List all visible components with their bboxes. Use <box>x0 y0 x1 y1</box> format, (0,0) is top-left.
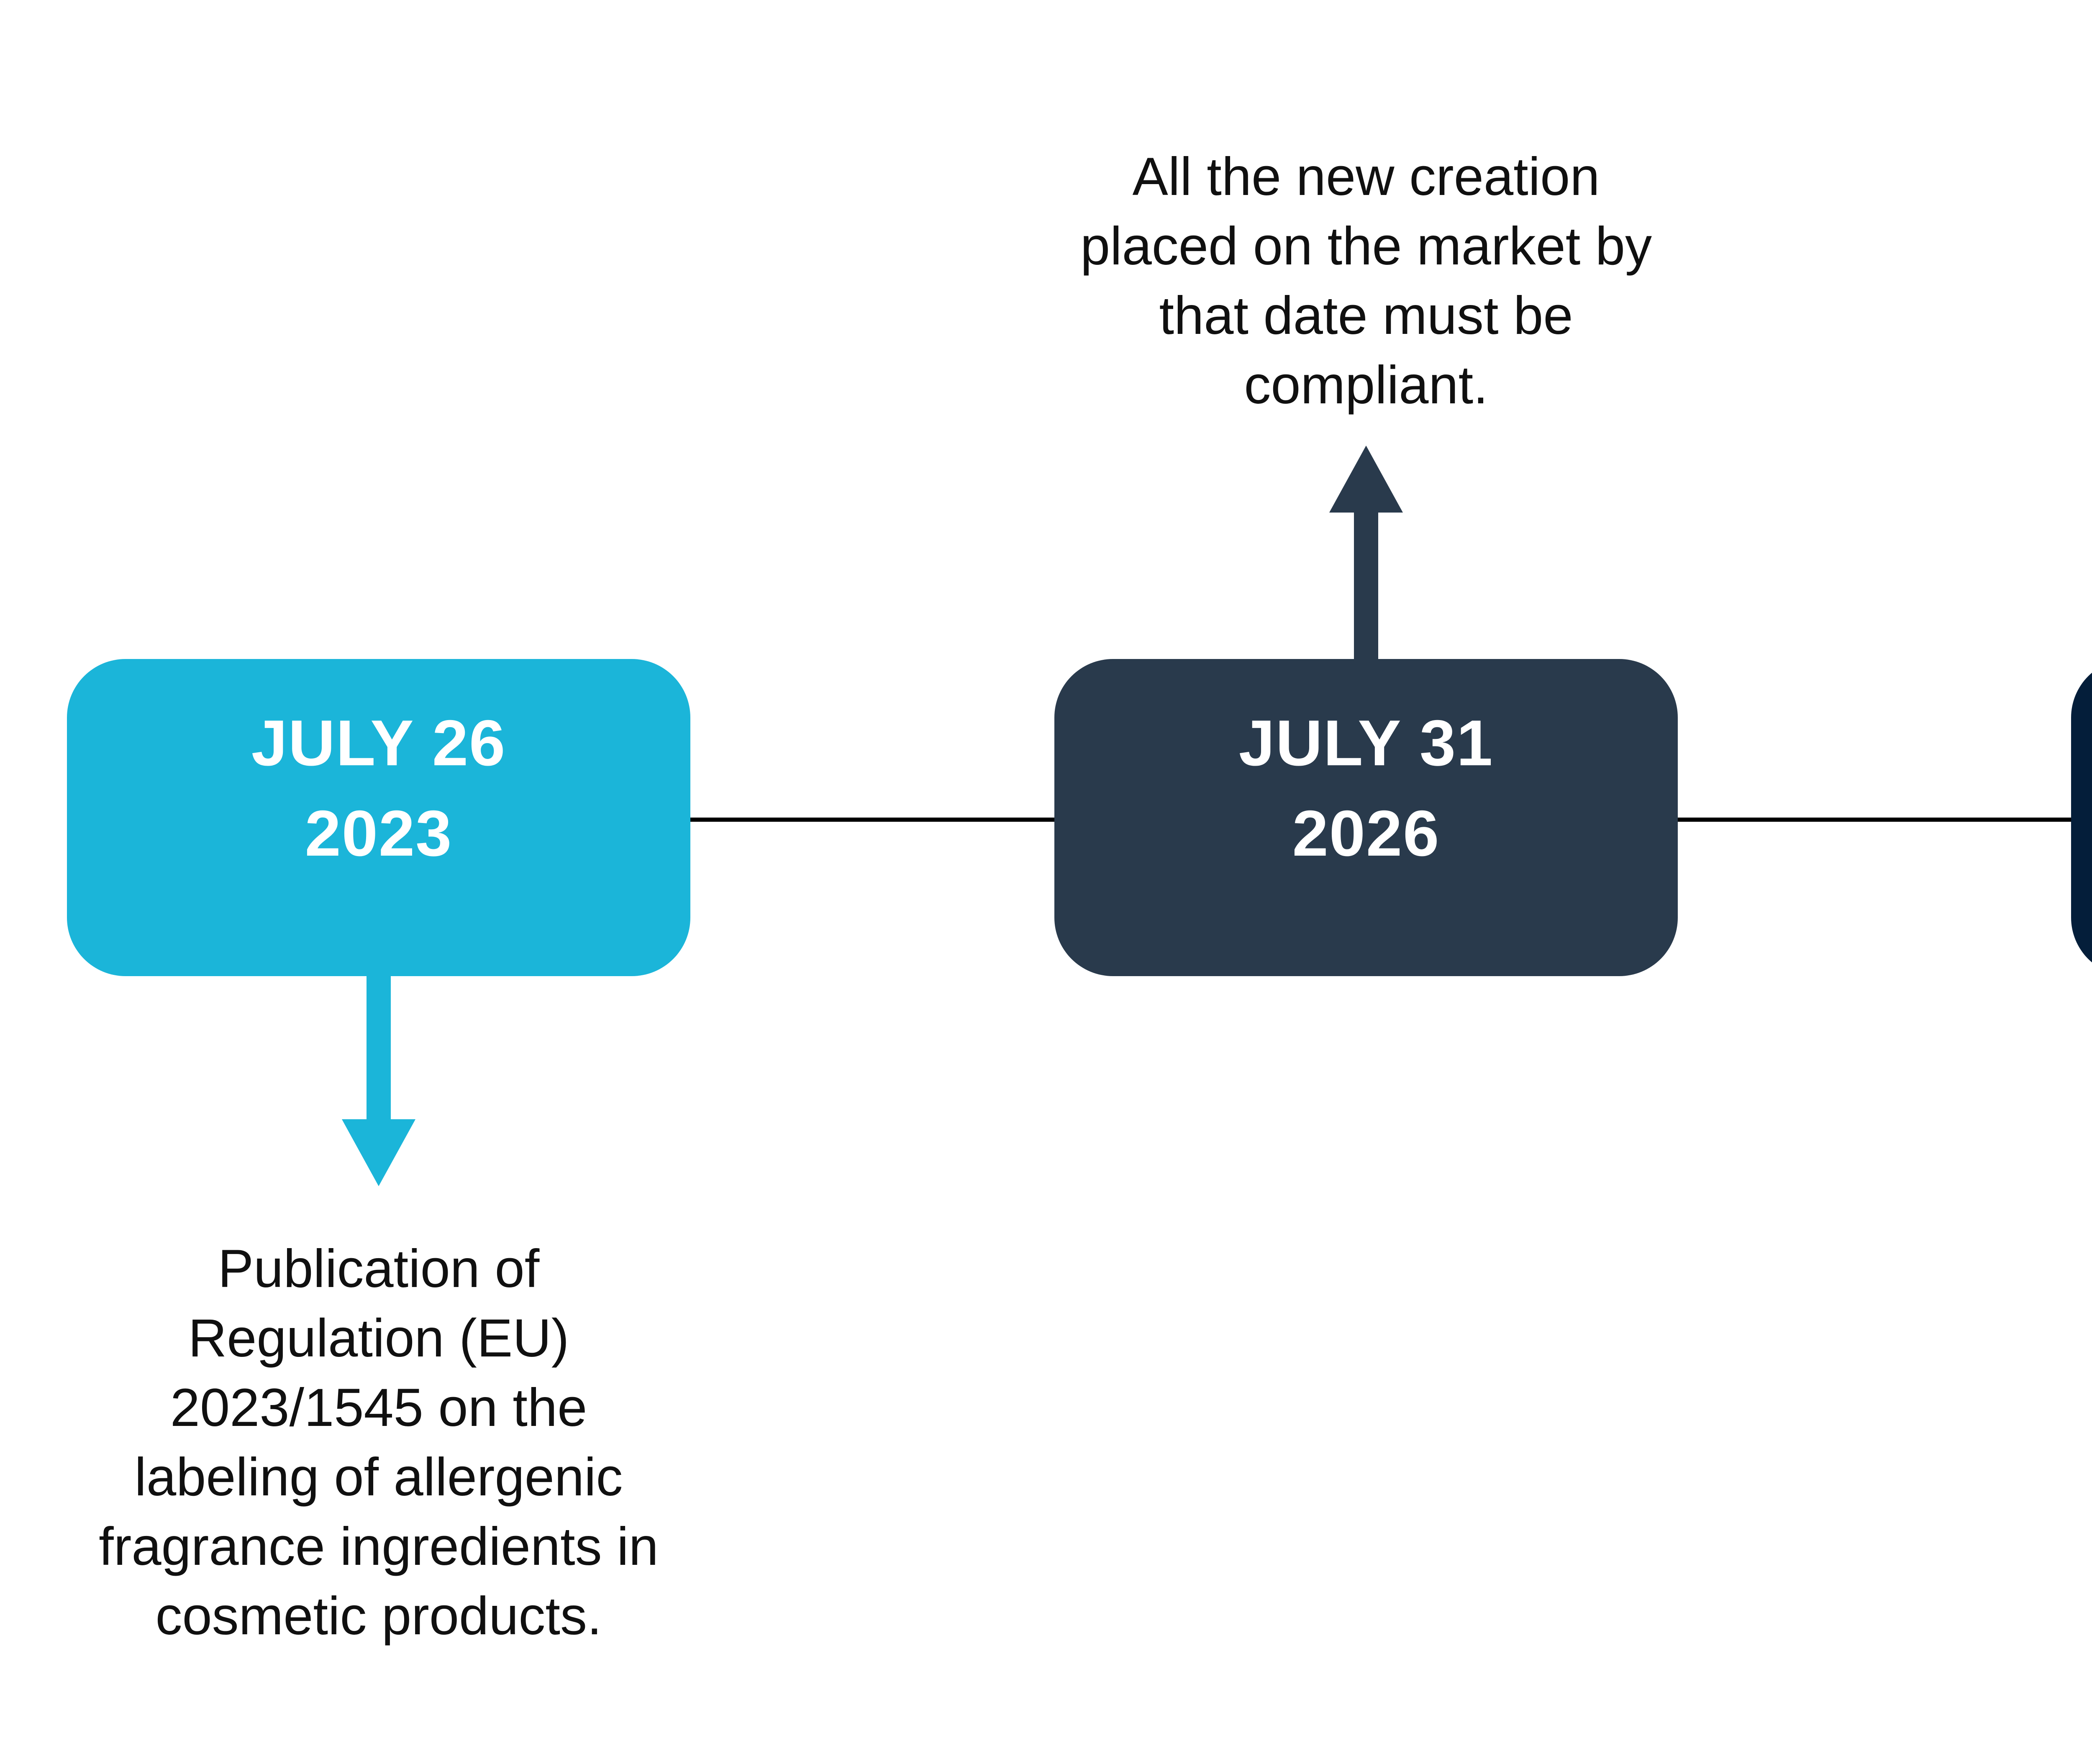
event-box-july-31-2028: JULY 31 2028 <box>2071 659 2092 976</box>
event-date-line2: 2023 <box>305 797 453 869</box>
description-line: 2023/1545 on the <box>170 1378 587 1438</box>
description-line: All the new creation <box>1132 147 1600 207</box>
down-arrow-stem <box>367 975 391 1119</box>
event-date-line1: JULY 31 <box>1238 707 1494 779</box>
description-line: market of non-compliant <box>2069 1304 2092 1373</box>
description-line: cosmetic products. <box>155 1586 602 1646</box>
description-line: compliant. <box>1244 355 1488 415</box>
description-line: Publication of <box>218 1239 540 1299</box>
down-arrow-icon <box>342 1119 415 1186</box>
description-line: products. <box>2069 1373 2092 1443</box>
description-line: that date must be <box>1159 286 1573 346</box>
event-description: Publication of Regulation (EU) 2023/1545… <box>65 1234 692 1651</box>
event-description: Withdrawal from the market of non-compli… <box>2069 1234 2092 1443</box>
description-line: placed on the market by <box>1080 216 1652 276</box>
description-line: Withdrawal from the <box>2069 1234 2092 1304</box>
description-line: fragrance ingredients in <box>99 1517 659 1577</box>
event-box-july-31-2026: JULY 31 2026 <box>1054 659 1678 976</box>
event-date-line2: 2026 <box>1292 797 1440 869</box>
description-line: labeling of allergenic <box>134 1447 623 1507</box>
description-line: Regulation (EU) <box>188 1308 569 1368</box>
up-arrow-icon <box>1329 446 1403 513</box>
event-description: All the new creation placed on the marke… <box>1052 142 1680 420</box>
event-box-july-26-2023: JULY 26 2023 <box>67 659 690 976</box>
event-date-line1: JULY 26 <box>251 707 506 779</box>
up-arrow-stem <box>1354 513 1378 661</box>
